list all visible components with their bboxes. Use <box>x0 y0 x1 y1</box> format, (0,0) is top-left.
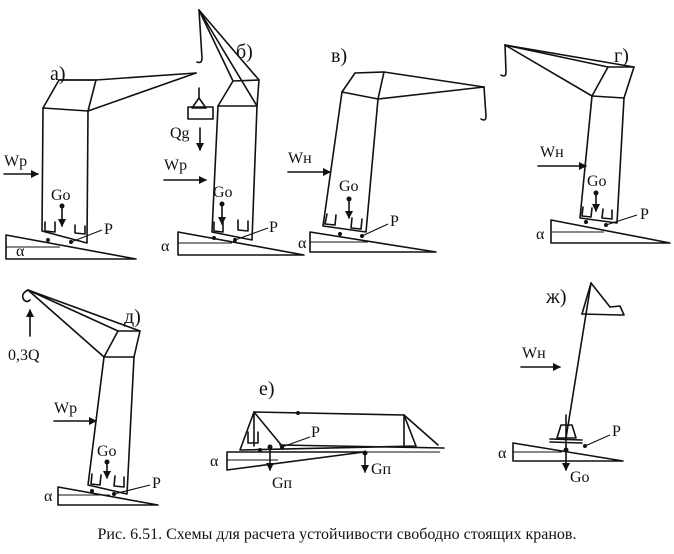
panel-a-angle-label: α <box>16 243 25 260</box>
panel-g: г) Wн Go P α <box>500 44 671 244</box>
panel-b-ground <box>177 231 305 256</box>
panel-b-crane <box>196 9 260 241</box>
panel-d-label: д) <box>124 306 141 328</box>
panel-b-load: Qg <box>170 87 214 151</box>
panel-zh-weight: Go <box>562 414 590 486</box>
panel-d: д) 0,3Q Wp Go <box>8 289 161 506</box>
panel-a-wind: Wp <box>3 153 39 178</box>
panel-e-weight-2-label: Gп <box>371 461 392 478</box>
panel-e-weight-2: Gп <box>361 450 392 478</box>
panel-d-load-label: 0,3Q <box>8 347 40 364</box>
panel-g-angle-label: α <box>536 226 545 243</box>
panel-v-wind-label: Wн <box>288 150 312 167</box>
panel-b-weight: Go <box>213 184 233 225</box>
panel-zh-label: ж) <box>545 286 566 308</box>
panel-g-ground <box>550 219 671 244</box>
panel-e-crane <box>239 411 439 451</box>
panel-g-label: г) <box>614 45 629 67</box>
panel-g-wind: Wн <box>537 144 587 170</box>
panel-zh-wind: Wн <box>520 345 561 371</box>
panel-v-weight: Go <box>339 178 359 219</box>
panel-b-load-label: Qg <box>170 125 190 142</box>
panel-a: а) Wp Go P α <box>3 63 197 260</box>
panel-zh-angle-label: α <box>498 445 507 462</box>
panel-e-weight-1-label: Gп <box>272 475 293 492</box>
panel-b-pivot-label: P <box>269 219 278 236</box>
panel-d-pivot: P <box>90 475 161 496</box>
panel-zh-pivot: P <box>583 423 621 448</box>
panel-a-weight: Go <box>51 187 71 227</box>
panel-g-pivot: P <box>584 206 649 227</box>
panel-a-pivot: P <box>46 221 113 244</box>
panel-g-weight: Go <box>587 173 607 212</box>
panel-zh-wind-label: Wн <box>522 345 546 362</box>
panel-e-weight-1: Gп <box>266 444 293 492</box>
panel-d-pivot-label: P <box>152 475 161 492</box>
panel-v-weight-label: Go <box>339 178 359 195</box>
panel-e-pivot-label: P <box>311 424 320 441</box>
panel-e: е) Gп Gп P <box>210 378 445 492</box>
panel-a-weight-label: Go <box>51 187 71 204</box>
panel-e-angle-label: α <box>210 453 219 470</box>
panel-e-label: е) <box>259 378 275 400</box>
panel-b-wind: Wp <box>163 157 207 184</box>
panel-v-pivot: P <box>338 213 399 238</box>
panel-a-crane <box>41 72 197 244</box>
panel-v-pivot-label: P <box>390 213 399 230</box>
panel-b-pivot: P <box>212 219 278 242</box>
panel-a-ground <box>5 234 137 260</box>
panel-d-weight-label: Go <box>97 443 117 460</box>
panel-d-wind-label: Wp <box>54 400 77 417</box>
panel-d-wind: Wp <box>53 400 97 425</box>
panel-a-wind-label: Wp <box>4 153 27 170</box>
panel-b-weight-label: Go <box>213 184 233 201</box>
panel-g-weight-label: Go <box>587 173 607 190</box>
panel-d-weight: Go <box>97 443 117 479</box>
panel-a-pivot-label: P <box>104 221 113 238</box>
panel-e-pivot: P <box>258 424 320 452</box>
panel-b-angle-label: α <box>161 238 170 255</box>
panel-zh-ground <box>512 442 624 462</box>
figure-caption: Рис. 6.51. Схемы для расчета устойчивост… <box>97 526 577 543</box>
panel-v-wind: Wн <box>287 150 331 176</box>
panel-zh-crane <box>549 282 625 444</box>
panel-b-wind-label: Wp <box>164 157 187 174</box>
panel-v-crane <box>322 71 487 233</box>
panel-v-angle-label: α <box>298 235 307 252</box>
panel-d-angle-label: α <box>44 488 53 505</box>
panel-v-label: в) <box>331 45 347 67</box>
panel-zh-weight-label: Go <box>570 469 590 486</box>
panel-zh-pivot-label: P <box>612 423 621 440</box>
panel-g-wind-label: Wн <box>540 144 564 161</box>
panel-d-ground <box>57 486 159 506</box>
panel-g-crane <box>500 44 635 224</box>
panel-v: в) Wн Go P α <box>287 45 487 253</box>
panel-d-crane <box>21 289 141 495</box>
panel-d-load: 0,3Q <box>8 309 40 364</box>
panel-b-label: б) <box>236 41 253 63</box>
panel-v-ground <box>309 231 437 253</box>
panel-zh: ж) Wн Go P α <box>498 282 625 486</box>
panel-g-pivot-label: P <box>640 206 649 223</box>
panel-b: б) Qg Wp Go <box>161 9 305 256</box>
